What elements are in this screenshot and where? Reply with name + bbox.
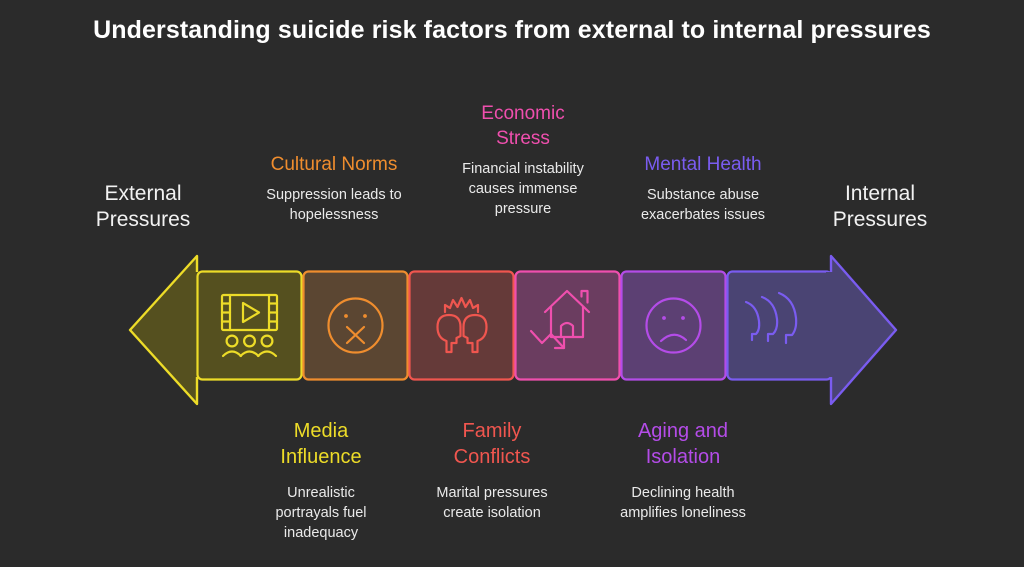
- callout-title-line: Family: [462, 420, 522, 442]
- internal-pressures-line2: Pressures: [832, 208, 928, 231]
- callout-title-line: Stress: [496, 128, 550, 149]
- silenced-face-icon: [327, 297, 384, 354]
- page-title: Understanding suicide risk factors from …: [93, 16, 931, 44]
- callout-title-line: Mental Health: [644, 154, 762, 175]
- external-pressures-line2: Pressures: [95, 208, 191, 231]
- external-pressures-arrowhead: [128, 254, 199, 406]
- segment-box-cultural-norms[interactable]: [302, 270, 409, 381]
- callout-desc-line: pressure: [494, 201, 552, 217]
- segment-box-mental-health[interactable]: [726, 270, 833, 381]
- external-pressures-label: External Pressures: [63, 181, 223, 233]
- callout-desc-line: portrayals fuel: [275, 505, 367, 521]
- callout-title-line: Isolation: [645, 446, 721, 468]
- callout-title-aging-and-isolation: Aging and Isolation: [595, 418, 771, 470]
- callout-desc-line: Substance abuse: [646, 187, 760, 203]
- callout-cultural-norms: Cultural Norms Suppression leads to hope…: [236, 152, 432, 225]
- segment-box-family-conflicts[interactable]: [408, 270, 515, 381]
- cinema-screen-audience-icon: [220, 293, 279, 358]
- callout-title-line: Economic: [481, 103, 565, 124]
- callout-desc-line: hopelessness: [289, 207, 379, 223]
- callout-aging-and-isolation: Aging and Isolation Declining health amp…: [595, 418, 771, 523]
- callout-title-economic-stress: Economic Stress: [435, 101, 611, 151]
- callout-economic-stress: Economic Stress Financial instability ca…: [435, 101, 611, 219]
- callout-title-line: Cultural Norms: [270, 154, 398, 175]
- callout-title-line: Media: [293, 420, 349, 442]
- internal-pressures-arrowhead: [829, 254, 898, 406]
- callout-desc-line: Suppression leads to: [266, 187, 402, 203]
- callout-title-family-conflicts: Family Conflicts: [408, 418, 576, 470]
- callout-desc-line: Financial instability: [462, 161, 584, 177]
- callout-desc-mental-health: Substance abuse exacerbates issues: [610, 185, 796, 225]
- callout-title-media-influence: Media Influence: [240, 418, 402, 470]
- callout-desc-media-influence: Unrealistic portrayals fuel inadequacy: [240, 483, 402, 543]
- callout-desc-line: Marital pressures: [436, 485, 548, 501]
- callout-desc-line: Unrealistic: [287, 485, 355, 501]
- callout-title-line: Aging and: [637, 420, 729, 442]
- callout-desc-line: amplifies loneliness: [620, 505, 746, 521]
- callout-desc-line: create isolation: [443, 505, 541, 521]
- callout-desc-line: causes immense: [468, 181, 578, 197]
- callout-media-influence: Media Influence Unrealistic portrayals f…: [240, 418, 402, 543]
- callout-desc-line: Declining health: [631, 485, 735, 501]
- callout-title-mental-health: Mental Health: [610, 152, 796, 177]
- callout-title-line: Influence: [280, 446, 362, 468]
- callout-desc-aging-and-isolation: Declining health amplifies loneliness: [595, 483, 771, 523]
- fading-head-profiles-icon: [744, 291, 798, 345]
- internal-pressures-label: Internal Pressures: [800, 181, 960, 233]
- house-declining-arrow-icon: [529, 289, 591, 350]
- callout-title-cultural-norms: Cultural Norms: [236, 152, 432, 177]
- segment-box-economic-stress[interactable]: [514, 270, 621, 381]
- callout-desc-economic-stress: Financial instability causes immense pre…: [435, 159, 611, 219]
- callout-mental-health: Mental Health Substance abuse exacerbate…: [610, 152, 796, 225]
- segment-box-aging-and-isolation[interactable]: [620, 270, 727, 381]
- two-heads-conflict-icon: [436, 296, 488, 354]
- callout-desc-cultural-norms: Suppression leads to hopelessness: [236, 185, 432, 225]
- internal-pressures-line1: Internal: [844, 182, 916, 205]
- callout-desc-line: inadequacy: [283, 525, 359, 541]
- callout-desc-family-conflicts: Marital pressures create isolation: [408, 483, 576, 523]
- callout-family-conflicts: Family Conflicts Marital pressures creat…: [408, 418, 576, 523]
- sad-face-icon: [645, 297, 702, 354]
- segment-box-media-influence[interactable]: [196, 270, 303, 381]
- external-pressures-line1: External: [104, 182, 182, 205]
- callout-title-line: Conflicts: [453, 446, 531, 468]
- callout-desc-line: exacerbates issues: [640, 207, 766, 223]
